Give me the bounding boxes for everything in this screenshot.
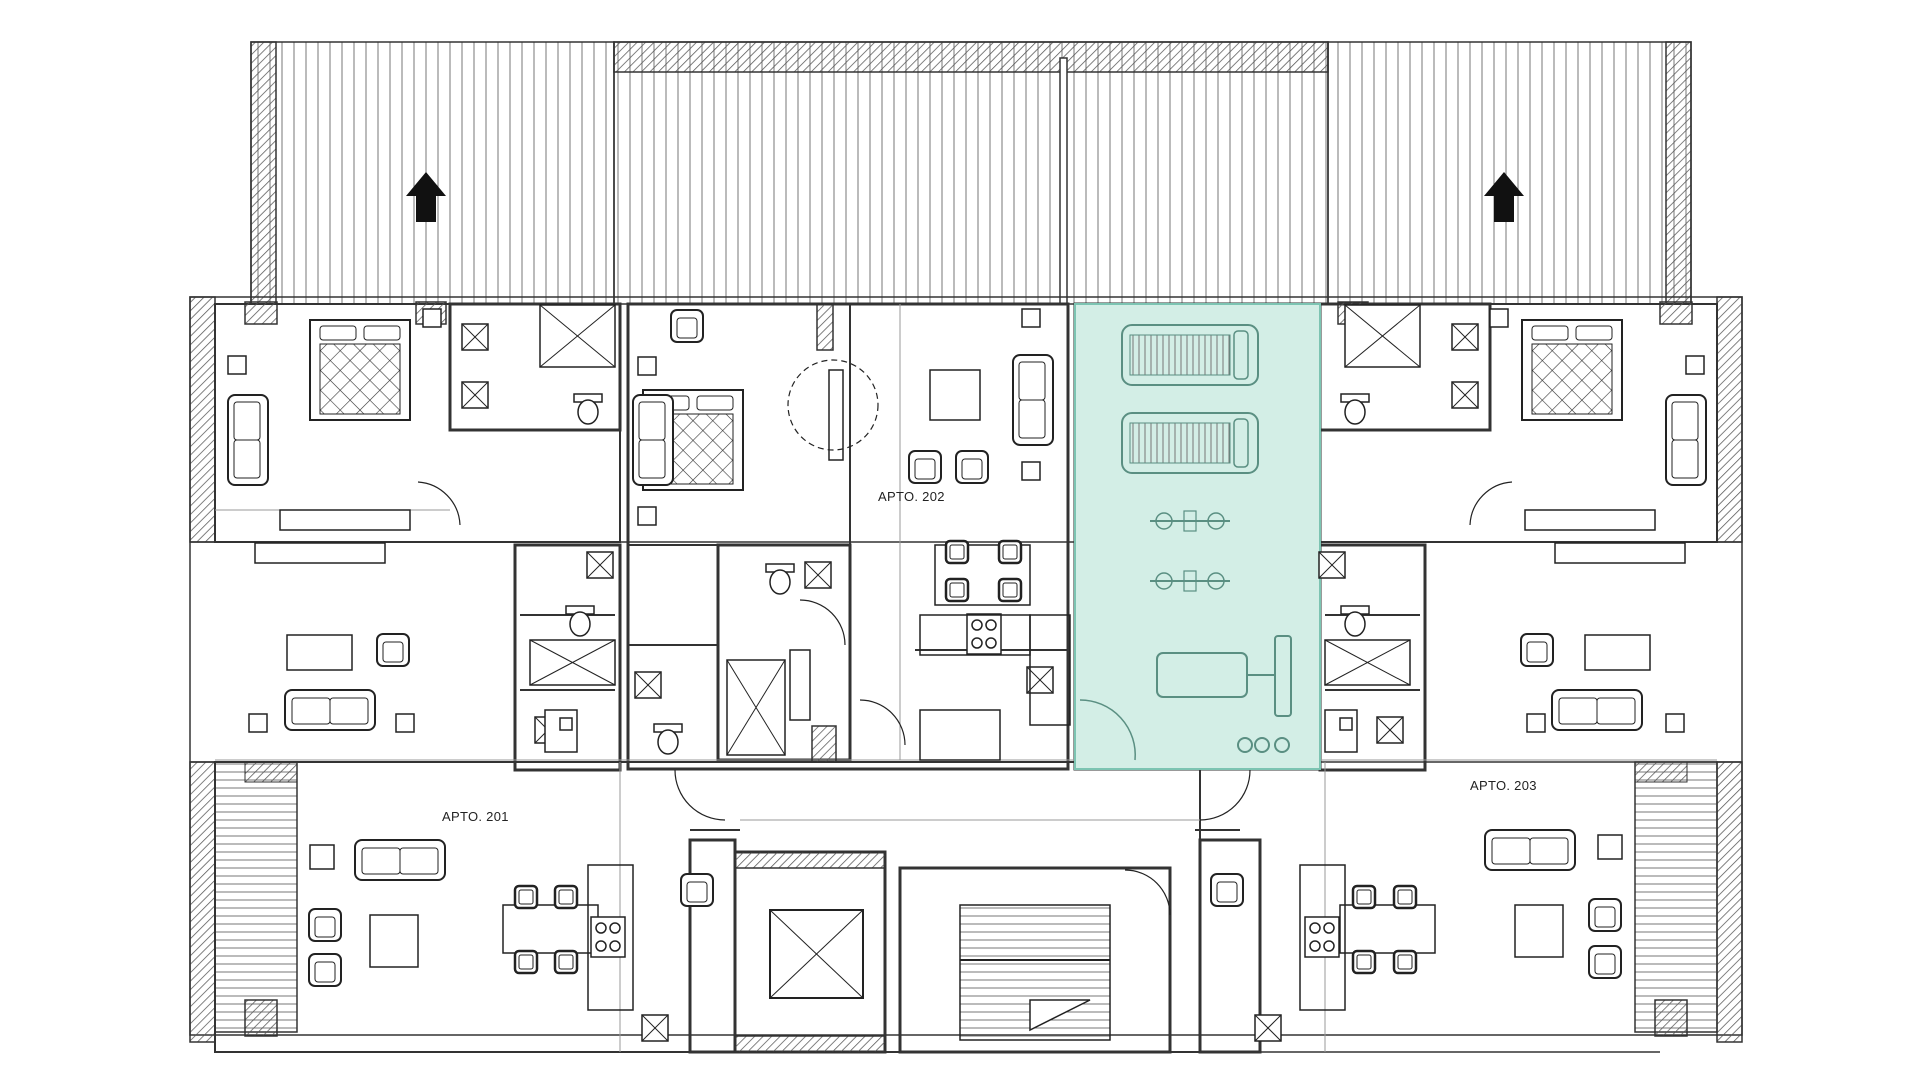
tv-units [254, 369, 1686, 564]
sofa-icon [1012, 354, 1054, 446]
toilet-icon [653, 723, 683, 755]
kitchen-counters [587, 614, 1346, 1011]
shower-icon [1324, 639, 1411, 686]
bed-icon [309, 319, 411, 421]
toilet-icon [1340, 393, 1370, 425]
armchair-icon [1588, 898, 1622, 932]
coffee-tables [286, 369, 1651, 968]
north-arrow-icon [406, 172, 446, 222]
armchair-icon [308, 953, 342, 987]
stove-icon [590, 916, 626, 958]
storage-box-icon [461, 323, 489, 351]
stove-icon [966, 613, 1002, 655]
weight-bench-icon [1156, 635, 1292, 753]
top-terrace-left [250, 41, 615, 305]
armchair-icon [670, 309, 704, 343]
storage-box-icon [804, 561, 832, 589]
door-swings [417, 359, 1513, 916]
armchair-icon [1210, 873, 1244, 907]
armchair-icon [908, 450, 942, 484]
shower-icon [1344, 304, 1421, 368]
armchair-icon [308, 908, 342, 942]
sofa-icon [284, 689, 376, 731]
elevator-icon [769, 909, 864, 999]
armchair-icon [1588, 945, 1622, 979]
armchair-icon [955, 450, 989, 484]
sofa-icon [1665, 394, 1707, 486]
armchair-icon [1520, 633, 1554, 667]
shower-icon [726, 659, 786, 756]
top-terrace-center [613, 41, 1329, 305]
storage-box-icon [461, 381, 489, 409]
armchair-icon [376, 633, 410, 667]
bed-icon [1521, 319, 1623, 421]
interior-walls [214, 302, 1718, 1054]
label-apto-202: APTO. 202 [878, 489, 945, 504]
storage-box-icon [1376, 716, 1404, 744]
sofa-icon [354, 839, 446, 881]
storage-box-icon [634, 671, 662, 699]
dining-table-left [502, 884, 599, 975]
storage-box-icon [1318, 551, 1346, 579]
gym-room [1074, 303, 1321, 770]
label-apto-203: APTO. 203 [1470, 778, 1537, 793]
louver-balcony-left [214, 761, 298, 1033]
stove-icon [1304, 916, 1340, 958]
storage-box-icon [1451, 323, 1479, 351]
north-arrow-icon [1484, 172, 1524, 222]
gym-door-icon [1079, 699, 1136, 761]
louver-balcony-right [1634, 761, 1718, 1033]
armchair-icon [680, 873, 714, 907]
toilet-icon [565, 605, 595, 637]
toilet-icon [573, 393, 603, 425]
shower-icon [529, 639, 616, 686]
laundry-icon [544, 649, 1358, 753]
sofa-icon [632, 394, 674, 486]
top-terrace-right [1327, 41, 1692, 305]
sofa-icon [1551, 689, 1643, 731]
water-heater-icon [1254, 1014, 1282, 1042]
storage-box-icon [586, 551, 614, 579]
side-tables [227, 308, 1705, 870]
secondary-lines [215, 304, 1717, 1052]
label-apto-201: APTO. 201 [442, 809, 509, 824]
sofa-icon [227, 394, 269, 486]
dining-table-right [1339, 884, 1436, 975]
toilet-icon [1340, 605, 1370, 637]
toilet-icon [765, 563, 795, 595]
storage-box-icon [1451, 381, 1479, 409]
shower-icon [539, 304, 616, 368]
sofa-icon [1484, 829, 1576, 871]
storage-box-icon [1026, 666, 1054, 694]
stair-icon [959, 904, 1111, 1041]
dining-table-center [934, 539, 1031, 606]
water-heater-icon [641, 1014, 669, 1042]
